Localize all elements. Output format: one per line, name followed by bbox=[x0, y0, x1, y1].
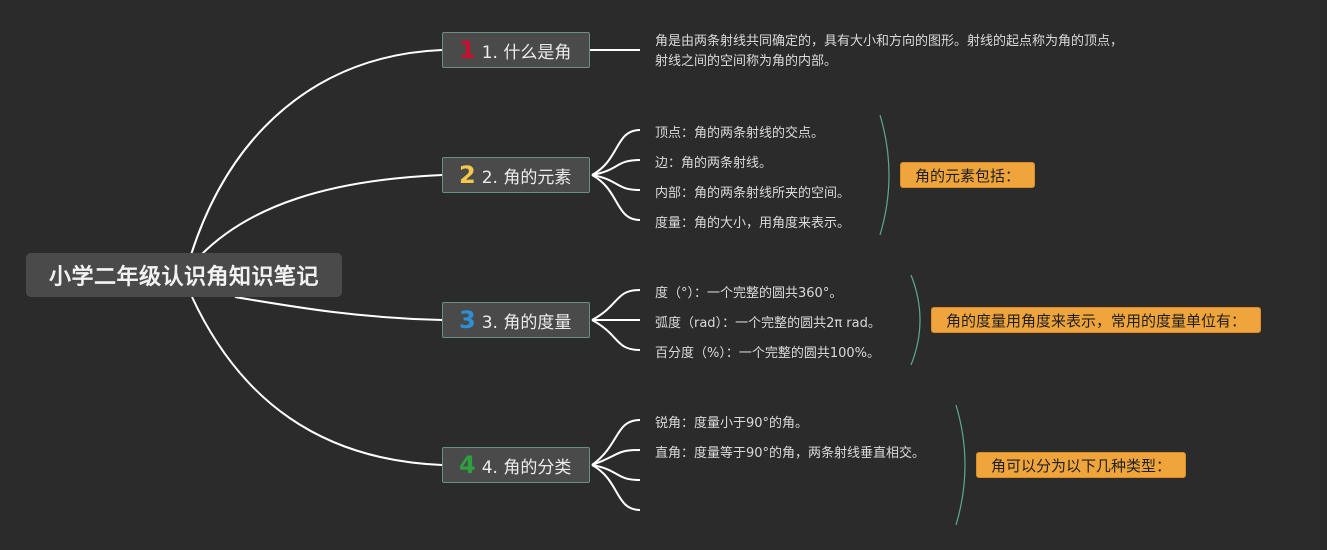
number-badge-3: 3 bbox=[459, 306, 476, 334]
topic-angle-classification[interactable]: 4 4. 角的分类 bbox=[442, 447, 590, 483]
connector-topic-3-leaf-3 bbox=[591, 319, 641, 351]
connector-root-topic-4 bbox=[191, 296, 443, 466]
connector-topic-4-leaf-2 bbox=[591, 449, 641, 466]
summary-classes[interactable]: 角可以分为以下几种类型： bbox=[976, 452, 1187, 478]
connector-topic-4-leaf-3 bbox=[591, 464, 641, 481]
number-badge-1: 1 bbox=[459, 36, 476, 64]
connector-root-topic-3 bbox=[234, 296, 443, 321]
leaf-interior[interactable]: 内部：角的两条射线所夹的空间。 bbox=[655, 186, 851, 201]
summary-elements[interactable]: 角的元素包括： bbox=[900, 162, 1036, 188]
connector-root-topic-2 bbox=[199, 174, 443, 257]
connector-topic-4-leaf-4 bbox=[591, 464, 641, 511]
leaf-percent[interactable]: 百分度（%）：一个完整的圆共100%。 bbox=[655, 346, 881, 361]
number-badge-2: 2 bbox=[459, 161, 476, 189]
number-badge-4: 4 bbox=[459, 451, 476, 479]
summary-bracket-classes bbox=[955, 404, 966, 526]
topic-angle-elements[interactable]: 2 2. 角的元素 bbox=[442, 157, 590, 193]
topic-label: 4. 角的分类 bbox=[481, 457, 572, 478]
summary-bracket-elements bbox=[879, 114, 890, 236]
connector-root-topic-1 bbox=[189, 49, 443, 259]
topic-what-is-angle[interactable]: 1 1. 什么是角 bbox=[442, 32, 590, 68]
topic-label: 1. 什么是角 bbox=[481, 42, 572, 63]
connector-topic-2-leaf-1 bbox=[591, 129, 641, 176]
leaf-side[interactable]: 边：角的两条射线。 bbox=[655, 156, 773, 171]
connector-topic-4-leaf-1 bbox=[591, 419, 641, 466]
leaf-vertex[interactable]: 顶点：角的两条射线的交点。 bbox=[655, 126, 825, 141]
topic-angle-measure[interactable]: 3 3. 角的度量 bbox=[442, 302, 590, 338]
topic-label: 2. 角的元素 bbox=[481, 167, 572, 188]
summary-bracket-measure bbox=[910, 274, 921, 366]
leaf-right-angle[interactable]: 直角：度量等于90°的角，两条射线垂直相交。 bbox=[655, 446, 926, 461]
topic-label: 3. 角的度量 bbox=[481, 312, 572, 333]
leaf-measure[interactable]: 度量：角的大小，用角度来表示。 bbox=[655, 216, 851, 231]
connector-topic-2-leaf-2 bbox=[591, 159, 641, 176]
connector-topic-2-leaf-3 bbox=[591, 174, 641, 191]
leaf-acute-angle[interactable]: 锐角：度量小于90°的角。 bbox=[655, 416, 809, 431]
leaf-definition[interactable]: 角是由两条射线共同确定的，具有大小和方向的图形。射线的起点称为角的顶点，射线之间… bbox=[655, 34, 1124, 69]
leaf-degree[interactable]: 度（°）：一个完整的圆共360°。 bbox=[655, 286, 843, 301]
connector-topic-2-leaf-4 bbox=[591, 174, 641, 221]
root-node[interactable]: 小学二年级认识角知识笔记 bbox=[26, 253, 342, 297]
summary-measure[interactable]: 角的度量用角度来表示，常用的度量单位有： bbox=[931, 307, 1262, 333]
leaf-radian[interactable]: 弧度（rad）：一个完整的圆共2π rad。 bbox=[655, 316, 881, 331]
root-title: 小学二年级认识角知识笔记 bbox=[48, 265, 319, 290]
connector-topic-3-leaf-1 bbox=[591, 289, 641, 321]
